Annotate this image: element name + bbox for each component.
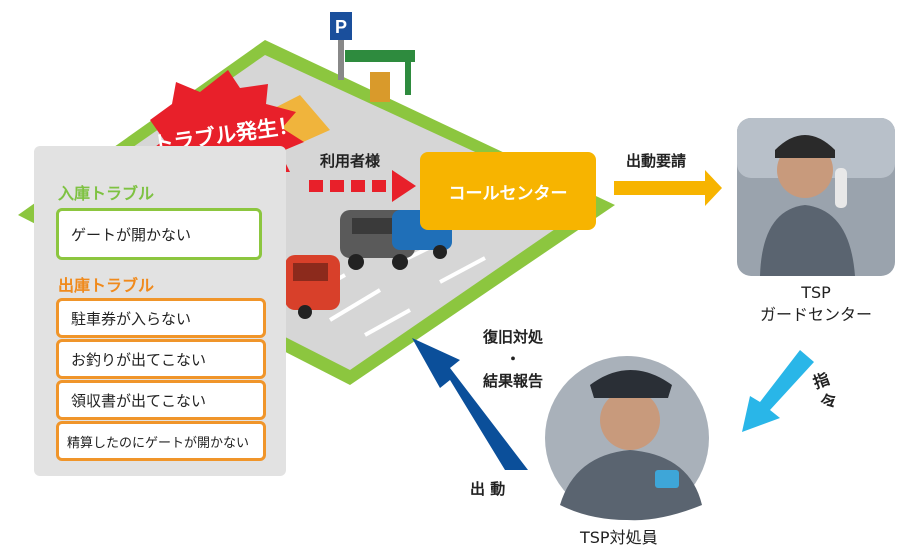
entry-trouble-title: 入庫トラブル: [58, 184, 155, 203]
call-center-box: コールセンター: [420, 152, 596, 230]
user-label: 利用者様: [320, 152, 381, 170]
exit-trouble-item: 領収書が出てこない: [56, 380, 266, 420]
user-to-callcenter-arrow: [309, 170, 416, 202]
guard-center-label-line2: ガードセンター: [759, 305, 872, 324]
guard-center-photo: [737, 118, 895, 276]
entry-trouble-item: ゲートが開かない: [56, 208, 262, 260]
guard-center-label: TSP ガードセンター: [746, 282, 886, 326]
dispatch-arrow: [412, 338, 528, 470]
recovery-label-line2: ・: [505, 350, 521, 368]
gate-booth-icon: [345, 50, 415, 102]
instruction-arrow: [742, 350, 814, 432]
parking-sign-icon: [330, 12, 352, 40]
responder-label: TSP対処員: [580, 528, 658, 547]
exit-trouble-title: 出庫トラブル: [58, 276, 155, 295]
exit-trouble-item: お釣りが出てこない: [56, 339, 266, 379]
exit-trouble-item: 駐車券が入らない: [56, 298, 266, 338]
dispatch-label: 出 動: [470, 480, 506, 498]
recovery-label: 復旧対処 ・ 結果報告: [468, 326, 558, 392]
recovery-label-line1: 復旧対処: [482, 328, 543, 346]
car-red-icon: [285, 255, 340, 319]
trouble-panel: 入庫トラブル ゲートが開かない 出庫トラブル 駐車券が入らない お釣りが出てこな…: [34, 146, 286, 476]
dispatch-request-label: 出動要請: [626, 152, 687, 170]
dispatch-request-arrow: [614, 170, 722, 206]
guard-center-label-line1: TSP: [801, 283, 831, 302]
parking-sign-letter: P: [335, 17, 347, 37]
responder-photo: [545, 356, 709, 521]
exit-trouble-item: 精算したのにゲートが開かない: [56, 421, 266, 461]
recovery-label-line3: 結果報告: [482, 372, 543, 390]
